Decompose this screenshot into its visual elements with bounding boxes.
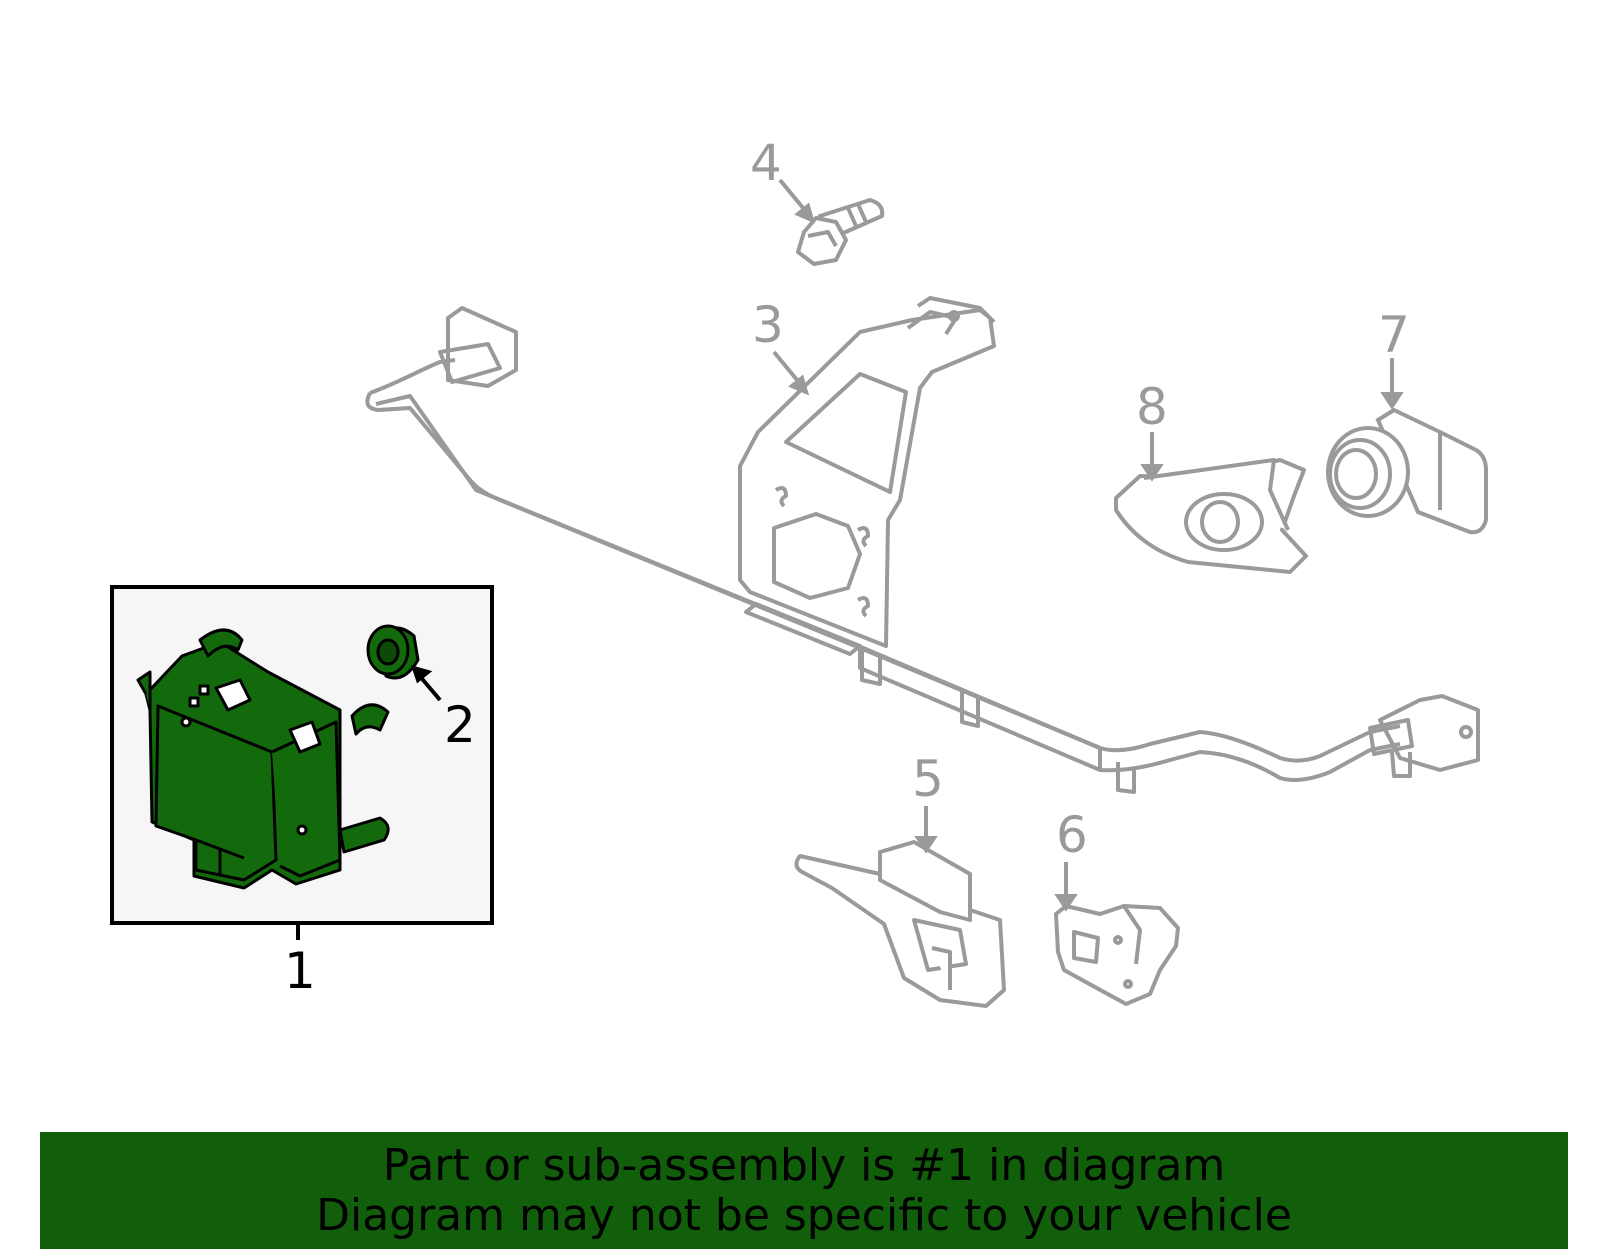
callout-6: 6 [1056,806,1088,864]
callout-4: 4 [750,134,782,192]
callout-8: 8 [1136,378,1168,436]
leader-arrows [772,178,1404,912]
part-8-retainer [1114,458,1308,574]
part-7-sensor [1326,407,1488,535]
banner-line-1: Part or sub-assembly is #1 in diagram [382,1139,1226,1191]
part-1-control-module [136,628,390,890]
banner-line-2: Diagram may not be specific to your vehi… [316,1189,1292,1241]
leader-arrow-2 [410,665,442,702]
part-3-bracket-assembly [365,296,1480,794]
part-5-connector [794,840,1006,1008]
part-6-bracket [1054,904,1180,1006]
part-4-bolt [796,198,885,266]
part-2-nut [366,624,420,680]
callout-3: 3 [752,296,784,354]
callout-1: 1 [284,942,316,1000]
callout-7: 7 [1378,306,1410,364]
disclaimer-banner: Part or sub-assembly is #1 in diagram Di… [40,1132,1568,1249]
callout-2: 2 [444,696,476,754]
callout-5: 5 [912,750,944,808]
